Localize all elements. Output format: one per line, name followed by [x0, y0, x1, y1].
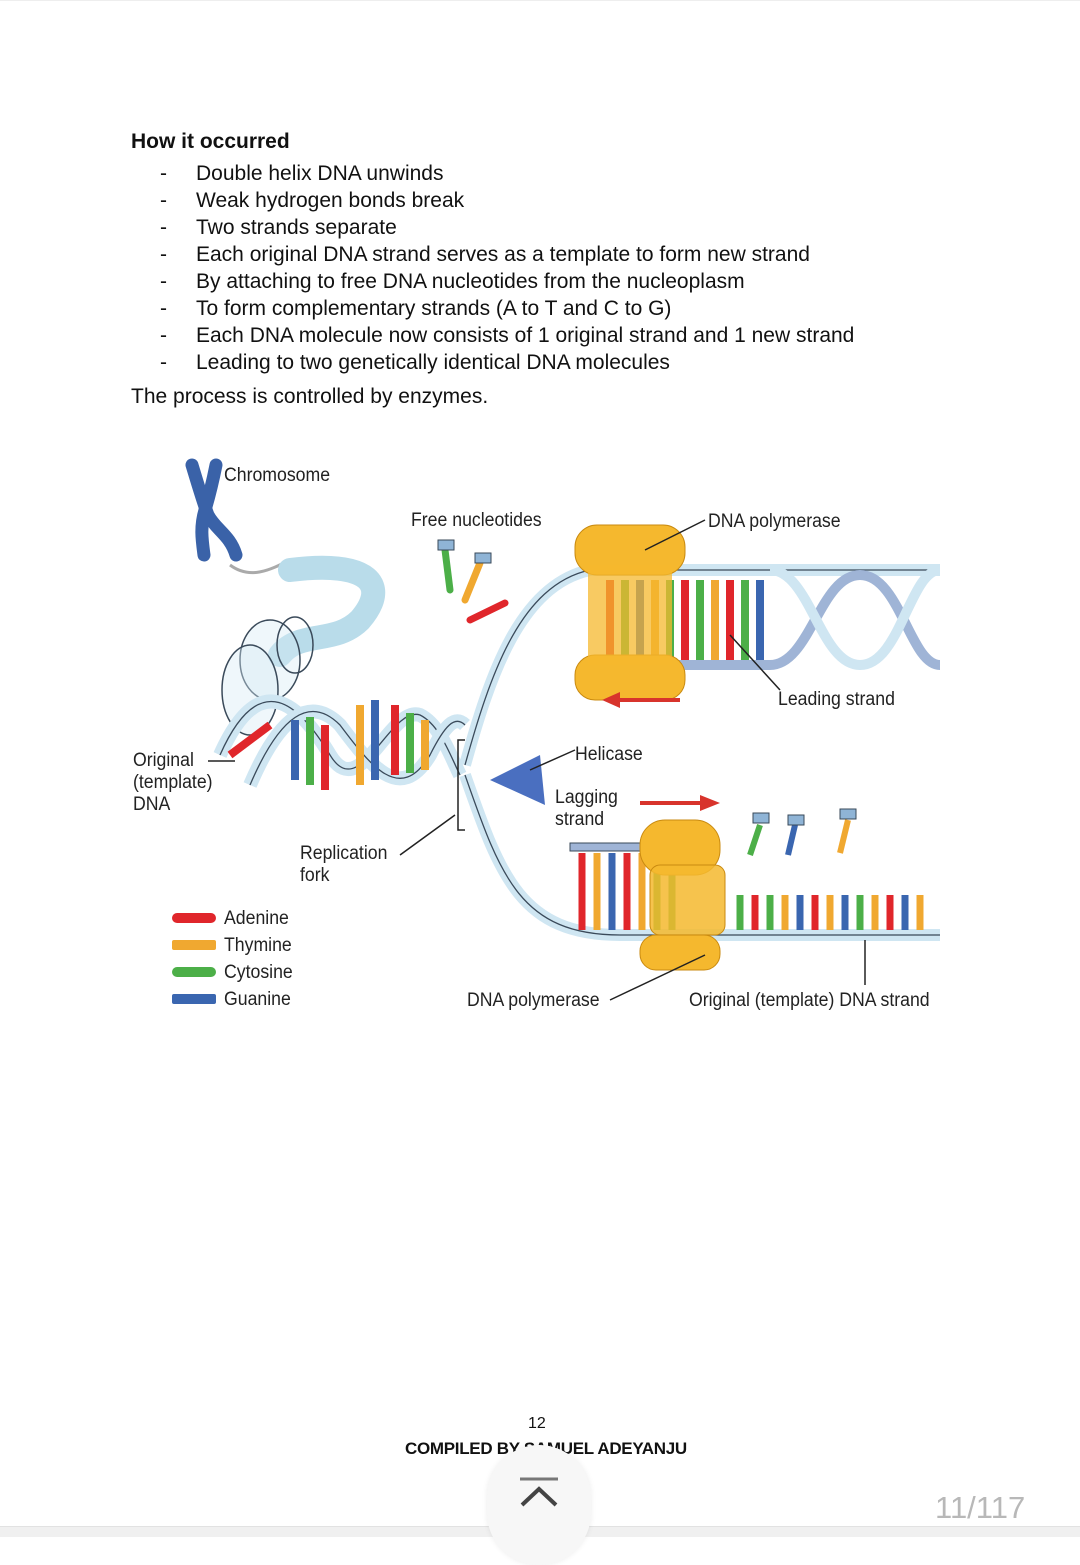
- section-heading: How it occurred: [131, 130, 290, 153]
- scroll-to-top-icon: [520, 1477, 558, 1507]
- new-leading-strand-backbone: [590, 569, 942, 670]
- free-nucleotides: [437, 539, 509, 624]
- legend-label-thymine: Thymine: [224, 935, 292, 956]
- dna-polymerase-bottom: [639, 819, 726, 971]
- dna-replication-diagram: Chromosome Free nucleotides DNA polymera…: [120, 455, 960, 1025]
- list-item: -Weak hydrogen bonds break: [160, 189, 465, 212]
- chromosome-icon: [185, 458, 243, 562]
- lagging-direction-arrow: [640, 795, 720, 811]
- list-item: -Each original DNA strand serves as a te…: [160, 243, 810, 266]
- label-original-template-strand: Original (template) DNA strand: [689, 990, 930, 1011]
- scroll-to-top-button[interactable]: [487, 1445, 591, 1565]
- page-number: 12: [528, 1415, 546, 1432]
- label-dna-polymerase-top: DNA polymerase: [708, 511, 841, 532]
- label-original-template-dna: Original (template) DNA: [133, 750, 213, 815]
- chromatin-fiber: [268, 555, 386, 667]
- label-leading-strand: Leading strand: [778, 689, 895, 710]
- legend-swatch-guanine: [172, 994, 216, 1004]
- lagging-strand-bases: [578, 853, 924, 930]
- legend-swatch-cytosine: [172, 967, 216, 977]
- original-double-helix: [213, 694, 470, 790]
- legend-label-guanine: Guanine: [224, 989, 291, 1010]
- label-lagging-strand: Lagging strand: [555, 787, 618, 830]
- legend-swatches: [172, 913, 216, 1004]
- list-item: -To form complementary strands (A to T a…: [160, 297, 672, 320]
- bullet-list: -Double helix DNA unwinds -Weak hydrogen…: [160, 160, 854, 376]
- closing-sentence: The process is controlled by enzymes.: [131, 385, 489, 408]
- dna-polymerase-top: [574, 524, 686, 701]
- replication-fork-pointer: [399, 814, 456, 856]
- list-item: -Leading to two genetically identical DN…: [160, 351, 670, 374]
- legend-swatch-thymine: [172, 940, 216, 950]
- list-item: -Two strands separate: [160, 216, 397, 239]
- helicase-icon: [490, 755, 545, 805]
- top-divider: [0, 0, 1080, 1]
- label-dna-polymerase-bottom: DNA polymerase: [467, 990, 600, 1011]
- document-page: How it occurred -Double helix DNA unwind…: [120, 130, 960, 1458]
- legend-label-adenine: Adenine: [224, 908, 289, 929]
- list-item: -By attaching to free DNA nucleotides fr…: [160, 270, 745, 293]
- list-item: -Double helix DNA unwinds: [160, 162, 444, 185]
- list-item: -Each DNA molecule now consists of 1 ori…: [160, 324, 855, 347]
- legend-swatch-adenine: [172, 913, 216, 923]
- diagram-graphic: [172, 458, 942, 1004]
- leading-direction-arrow: [602, 692, 680, 708]
- label-chromosome: Chromosome: [224, 465, 331, 486]
- page-counter: 11/117: [935, 1490, 1026, 1525]
- label-replication-fork: Replication fork: [300, 843, 388, 886]
- label-helicase: Helicase: [575, 744, 643, 765]
- replication-fork-bracket: [457, 739, 465, 831]
- legend-label-cytosine: Cytosine: [224, 962, 293, 983]
- label-free-nucleotides: Free nucleotides: [411, 510, 542, 531]
- incoming-nucleotides: [747, 808, 857, 856]
